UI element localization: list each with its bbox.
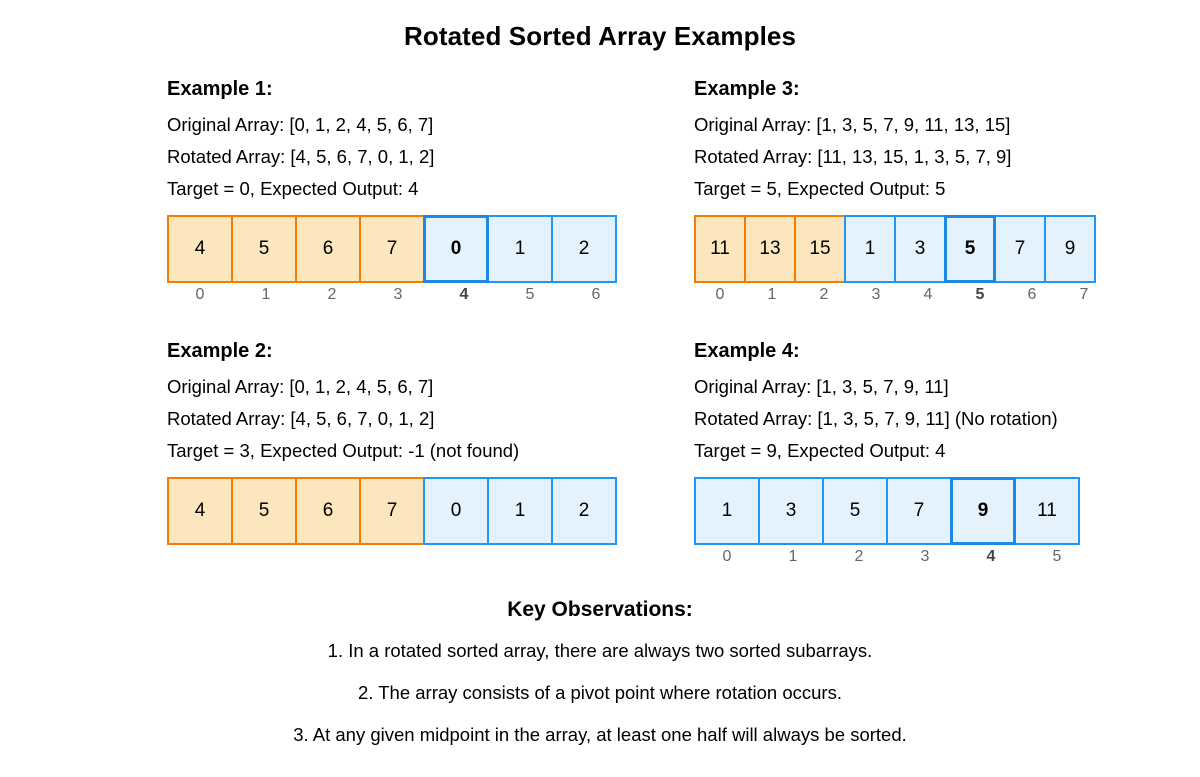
array-cell: 5 [231, 477, 297, 545]
key-observations-section: Key Observations: 1. In a rotated sorted… [0, 598, 1200, 766]
array-index-label: 6 [1027, 286, 1037, 303]
array-cell: 11 [694, 215, 746, 283]
array-index-label: 6 [591, 286, 601, 303]
array-index-label: 5 [525, 286, 535, 303]
array-cell: 1 [487, 215, 553, 283]
observations-list: 1. In a rotated sorted array, there are … [0, 640, 1200, 746]
array-index-label: 5 [1052, 548, 1062, 565]
original-array-line: Original Array: [0, 1, 2, 4, 5, 6, 7] [167, 376, 434, 397]
array-cell: 3 [758, 477, 824, 545]
rotated-array-line: Rotated Array: [4, 5, 6, 7, 0, 1, 2] [167, 146, 435, 167]
array-cell: 15 [794, 215, 846, 283]
rotated-array-line: Rotated Array: [11, 13, 15, 1, 3, 5, 7, … [694, 146, 1012, 167]
array-cell: 0 [423, 477, 489, 545]
array-index-label: 4 [923, 286, 933, 303]
rotated-array-line: Rotated Array: [4, 5, 6, 7, 0, 1, 2] [167, 408, 435, 429]
example-block-3: Example 3: Original Array: [1, 3, 5, 7, … [694, 78, 1154, 305]
array-cell: 9 [950, 477, 1016, 545]
array-cell: 5 [231, 215, 297, 283]
example-heading: Example 2: [167, 340, 273, 362]
array-index-label: 1 [261, 286, 271, 303]
array-cell: 3 [894, 215, 946, 283]
target-output-line: Target = 5, Expected Output: 5 [694, 178, 946, 199]
example-block-2: Example 2: Original Array: [0, 1, 2, 4, … [167, 340, 647, 545]
array-index-label: 2 [327, 286, 337, 303]
example-block-1: Example 1: Original Array: [0, 1, 2, 4, … [167, 78, 647, 305]
array-cell: 0 [423, 215, 489, 283]
array-cell: 4 [167, 215, 233, 283]
array-index-label: 0 [715, 286, 725, 303]
array-cell: 11 [1014, 477, 1080, 545]
array-cell: 1 [487, 477, 553, 545]
original-array-line: Original Array: [0, 1, 2, 4, 5, 6, 7] [167, 114, 434, 135]
array-cell: 2 [551, 477, 617, 545]
observations-title: Key Observations: [507, 598, 693, 621]
observation-item: 3. At any given midpoint in the array, a… [293, 724, 907, 745]
page-title: Rotated Sorted Array Examples [403, 21, 797, 51]
array-index-label: 4 [986, 548, 996, 565]
target-output-line: Target = 3, Expected Output: -1 (not fou… [167, 440, 520, 461]
array-cell: 1 [844, 215, 896, 283]
example-block-4: Example 4: Original Array: [1, 3, 5, 7, … [694, 340, 1154, 567]
array-cell: 9 [1044, 215, 1096, 283]
array-cell: 7 [886, 477, 952, 545]
array-cell: 6 [295, 215, 361, 283]
observation-item: 1. In a rotated sorted array, there are … [327, 640, 873, 661]
observation-item: 2. The array consists of a pivot point w… [358, 682, 842, 703]
array-index-label: 0 [195, 286, 205, 303]
array-cell: 1 [694, 477, 760, 545]
array-cell: 13 [744, 215, 796, 283]
array-index-label: 7 [1079, 286, 1089, 303]
array-index-labels: 0 1 2 3 4 5 [694, 547, 1090, 567]
array-cell: 7 [359, 477, 425, 545]
array-index-label: 0 [722, 548, 732, 565]
array-cell: 7 [994, 215, 1046, 283]
array-cell: 7 [359, 215, 425, 283]
array-index-label: 1 [788, 548, 798, 565]
array-index-label: 3 [871, 286, 881, 303]
original-array-line: Original Array: [1, 3, 5, 7, 9, 11] [694, 376, 949, 397]
original-array-line: Original Array: [1, 3, 5, 7, 9, 11, 13, … [694, 114, 1011, 135]
array-cell: 4 [167, 477, 233, 545]
array-cell: 2 [551, 215, 617, 283]
array-cell: 5 [944, 215, 996, 283]
array-index-label: 2 [854, 548, 864, 565]
example-heading: Example 1: [167, 78, 273, 100]
array-index-label: 5 [975, 286, 985, 303]
array-index-label: 1 [767, 286, 777, 303]
example-heading: Example 3: [694, 78, 800, 100]
array-index-label: 3 [920, 548, 930, 565]
array-index-labels: 0 1 2 3 4 5 6 7 [694, 285, 1110, 305]
array-index-label: 2 [819, 286, 829, 303]
target-output-line: Target = 9, Expected Output: 4 [694, 440, 946, 461]
example-heading: Example 4: [694, 340, 800, 362]
target-output-line: Target = 0, Expected Output: 4 [167, 178, 419, 199]
array-cell: 5 [822, 477, 888, 545]
array-index-label: 4 [459, 286, 469, 303]
array-cell: 6 [295, 477, 361, 545]
array-index-labels: 0 1 2 3 4 5 6 [167, 285, 629, 305]
array-index-label: 3 [393, 286, 403, 303]
rotated-array-line: Rotated Array: [1, 3, 5, 7, 9, 11] (No r… [694, 408, 1058, 429]
